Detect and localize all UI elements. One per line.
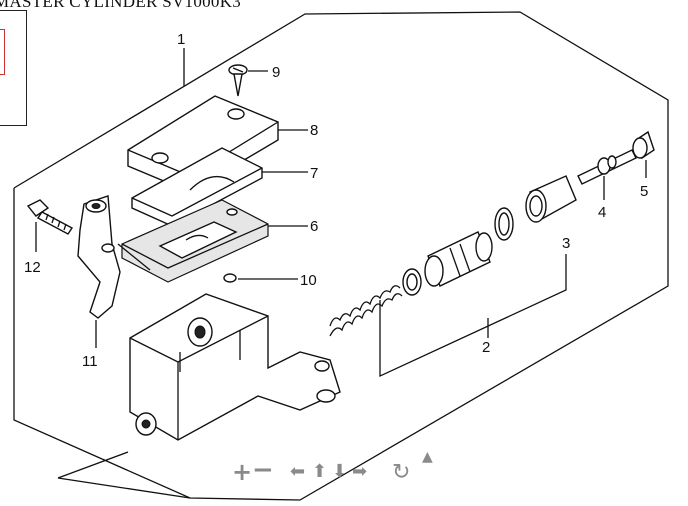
inset-highlight — [0, 29, 5, 75]
rotate-icon[interactable]: ↻ — [392, 460, 411, 485]
inset-thumbnail — [0, 10, 27, 126]
arrow-right-icon[interactable]: ➡ — [352, 461, 368, 482]
part-2-spring[interactable] — [329, 285, 403, 337]
master-cylinder-body[interactable] — [129, 293, 341, 441]
diagram-nav-controls: + − ⬅ ⬆ ⬇ ➡ ↻ ▲ — [228, 448, 448, 488]
plus-icon[interactable]: + — [232, 458, 253, 486]
part-9-screw[interactable] — [228, 64, 248, 97]
part-5-boot[interactable] — [632, 130, 655, 160]
callout-6: 6 — [310, 218, 318, 235]
assembly-frame — [13, 11, 669, 501]
callout-1: 1 — [177, 31, 185, 48]
callout-11: 11 — [82, 353, 98, 370]
part-2-piston[interactable] — [402, 231, 493, 296]
callout-9: 9 — [272, 64, 280, 81]
part-3-seal[interactable] — [494, 175, 577, 241]
callout-8: 8 — [310, 122, 318, 139]
callout-2: 2 — [482, 339, 490, 356]
part-10-clip[interactable] — [223, 273, 237, 283]
part-8-cap[interactable] — [127, 95, 279, 193]
callout-10: 10 — [300, 272, 317, 289]
callout-4: 4 — [598, 204, 606, 221]
callout-7: 7 — [310, 165, 318, 182]
arrow-down-icon[interactable]: ⬇ — [332, 461, 348, 482]
arrow-left-icon[interactable]: ⬅ — [290, 461, 306, 482]
part-7-plate[interactable] — [131, 147, 263, 227]
arrow-up-icon[interactable]: ⬆ — [312, 461, 328, 482]
callout-5: 5 — [640, 183, 648, 200]
diagram-title: MASTER CYLINDER SV1000K3 — [0, 0, 242, 11]
callout-12: 12 — [24, 259, 41, 276]
part-12-bolt[interactable] — [26, 199, 74, 235]
minus-icon[interactable]: − — [252, 455, 274, 485]
part-6-diaphragm[interactable] — [121, 199, 269, 283]
part-4-pushrod[interactable] — [577, 149, 637, 185]
part-11-clamp[interactable] — [77, 195, 121, 319]
triangle-up-icon[interactable]: ▲ — [422, 449, 433, 465]
callout-3: 3 — [562, 235, 570, 252]
